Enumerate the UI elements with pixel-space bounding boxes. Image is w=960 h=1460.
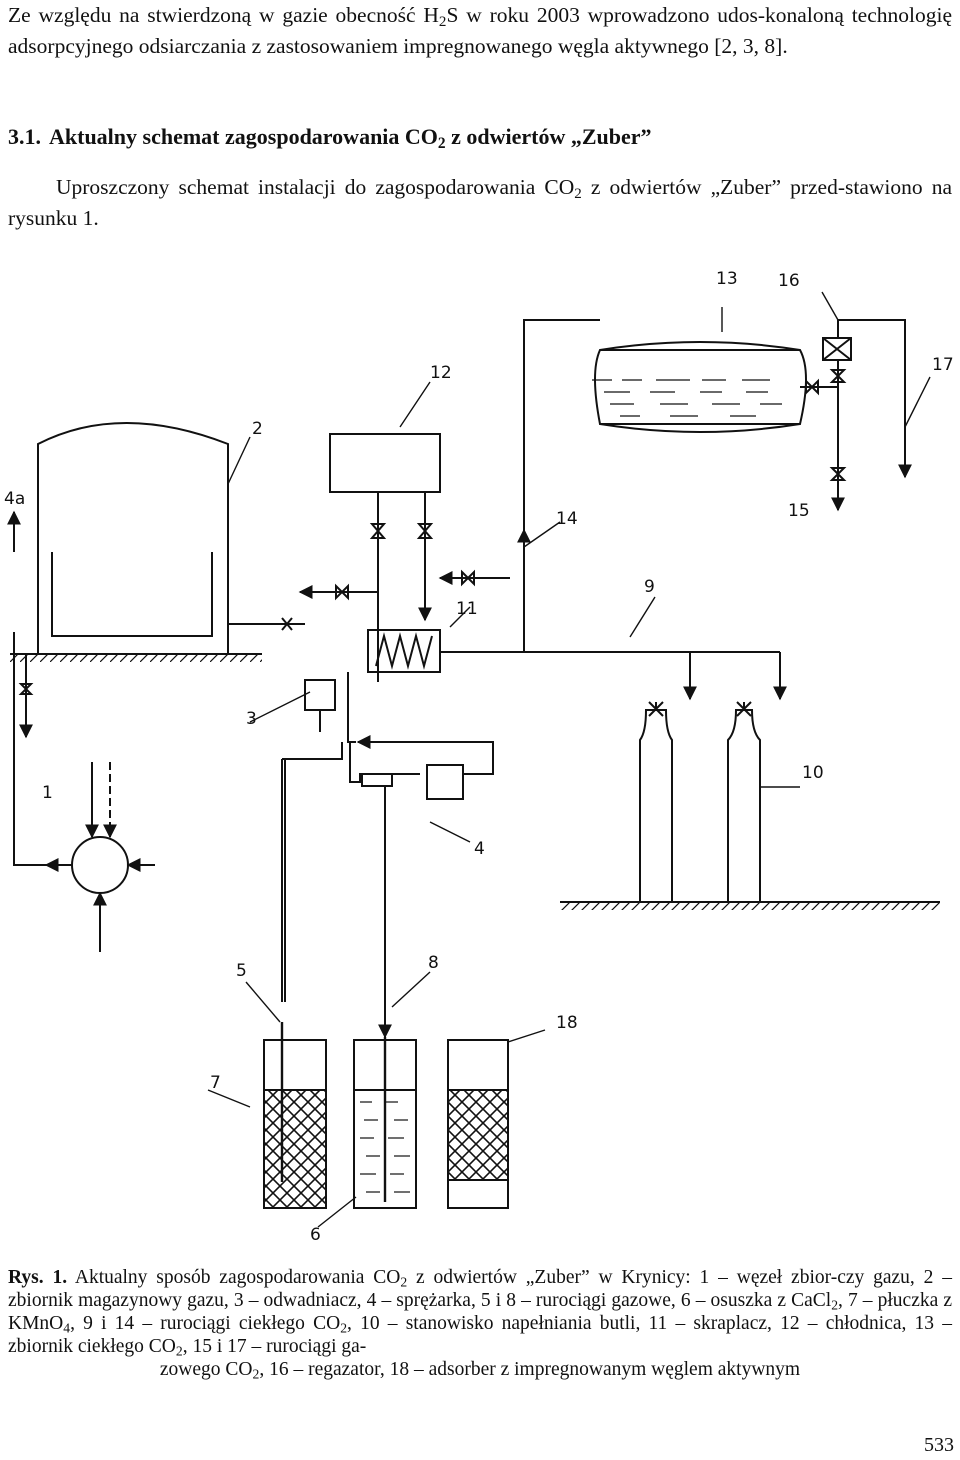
label-7: 7 [210,1073,221,1093]
caption-text-5: , 10 – stanowisko napełniania butli, 11 … [8,1313,952,1357]
caption-text-4: , 9 i 14 – rurociągi ciekłego CO [70,1313,341,1334]
gas-cylinder [727,709,761,903]
label-2: 2 [252,419,263,439]
liquid-co2-tank [594,349,807,425]
label-8: 8 [428,953,439,973]
section-title-a: Aktualny schemat zagospodarowania CO [49,124,438,149]
section-heading: 3.1. Aktualny schemat zagospodarowania CO… [8,124,652,152]
label-15: 15 [788,501,810,521]
section-para-a: Uproszczony schemat instalacji do zagosp… [56,175,575,199]
intro-subscript: 2 [438,13,447,30]
caption-sub-6: 2 [252,1366,260,1382]
caption-text-8: , 16 – regazator, 18 – adsorber z impreg… [259,1359,801,1380]
caption-text-6: , 15 i 17 – rurociągi ga- [182,1336,367,1357]
caption-text-3: , 7 – płuczka z KMnO [8,1290,952,1334]
label-9: 9 [644,577,655,597]
gas-collector-node [71,836,129,894]
installation-diagram: 2 4a 1 3 4 5 6 7 8 9 10 11 12 13 14 15 1… [4,269,954,1245]
label-14: 14 [556,509,578,529]
label-10: 10 [802,763,824,783]
label-6: 6 [310,1225,321,1245]
label-12: 12 [430,363,452,383]
cooler [329,433,441,493]
label-11: 11 [456,599,478,619]
intro-text-b: S w roku 2003 wprowadzono udos-konaloną … [8,3,952,58]
label-17: 17 [932,355,954,375]
caption-text-1: Aktualny sposób zagospodarowania CO [67,1267,401,1288]
section-paragraph: Uproszczony schemat instalacji do zagosp… [8,172,952,234]
label-13: 13 [716,269,738,289]
section-para-subscript: 2 [574,185,582,202]
intro-paragraph: Ze względu na stwierdzoną w gazie obecno… [8,0,952,62]
label-4: 4 [474,839,485,859]
gas-storage-tank [37,422,229,655]
intro-text-a: Ze względu na stwierdzoną w gazie obecno… [8,3,439,27]
section-title-b: z odwiertów „Zuber” [445,124,652,149]
caption-sub-1: 2 [400,1274,408,1290]
compressor [426,764,464,800]
caption-last-line: zowego CO2, 16 – regazator, 18 – adsorbe… [8,1358,952,1381]
figure-caption: Rys. 1. Aktualny sposób zagospodarowania… [8,1266,952,1381]
label-5: 5 [236,961,247,981]
section-para-b: z odwiertów „Zuber” przed-stawiono na ry… [8,175,952,230]
section-title-subscript: 2 [437,134,446,152]
label-4a: 4a [4,489,25,509]
caption-sub-4: 2 [340,1320,348,1336]
caption-text-2: z odwiertów „Zuber” w Krynicy: 1 – węzeł… [8,1267,952,1311]
label-16: 16 [778,271,800,291]
label-18: 18 [556,1013,578,1033]
gas-cylinder [639,709,673,903]
section-number: 3.1. [8,124,41,149]
label-3: 3 [246,709,257,729]
caption-sub-3: 4 [63,1320,71,1336]
caption-sub-5: 2 [175,1343,183,1359]
caption-text-7: zowego CO [159,1359,253,1380]
page-number: 533 [924,1434,954,1456]
separator [304,679,336,711]
label-1: 1 [42,783,53,803]
caption-sub-2: 2 [831,1297,839,1313]
caption-label: Rys. 1. [8,1267,68,1288]
